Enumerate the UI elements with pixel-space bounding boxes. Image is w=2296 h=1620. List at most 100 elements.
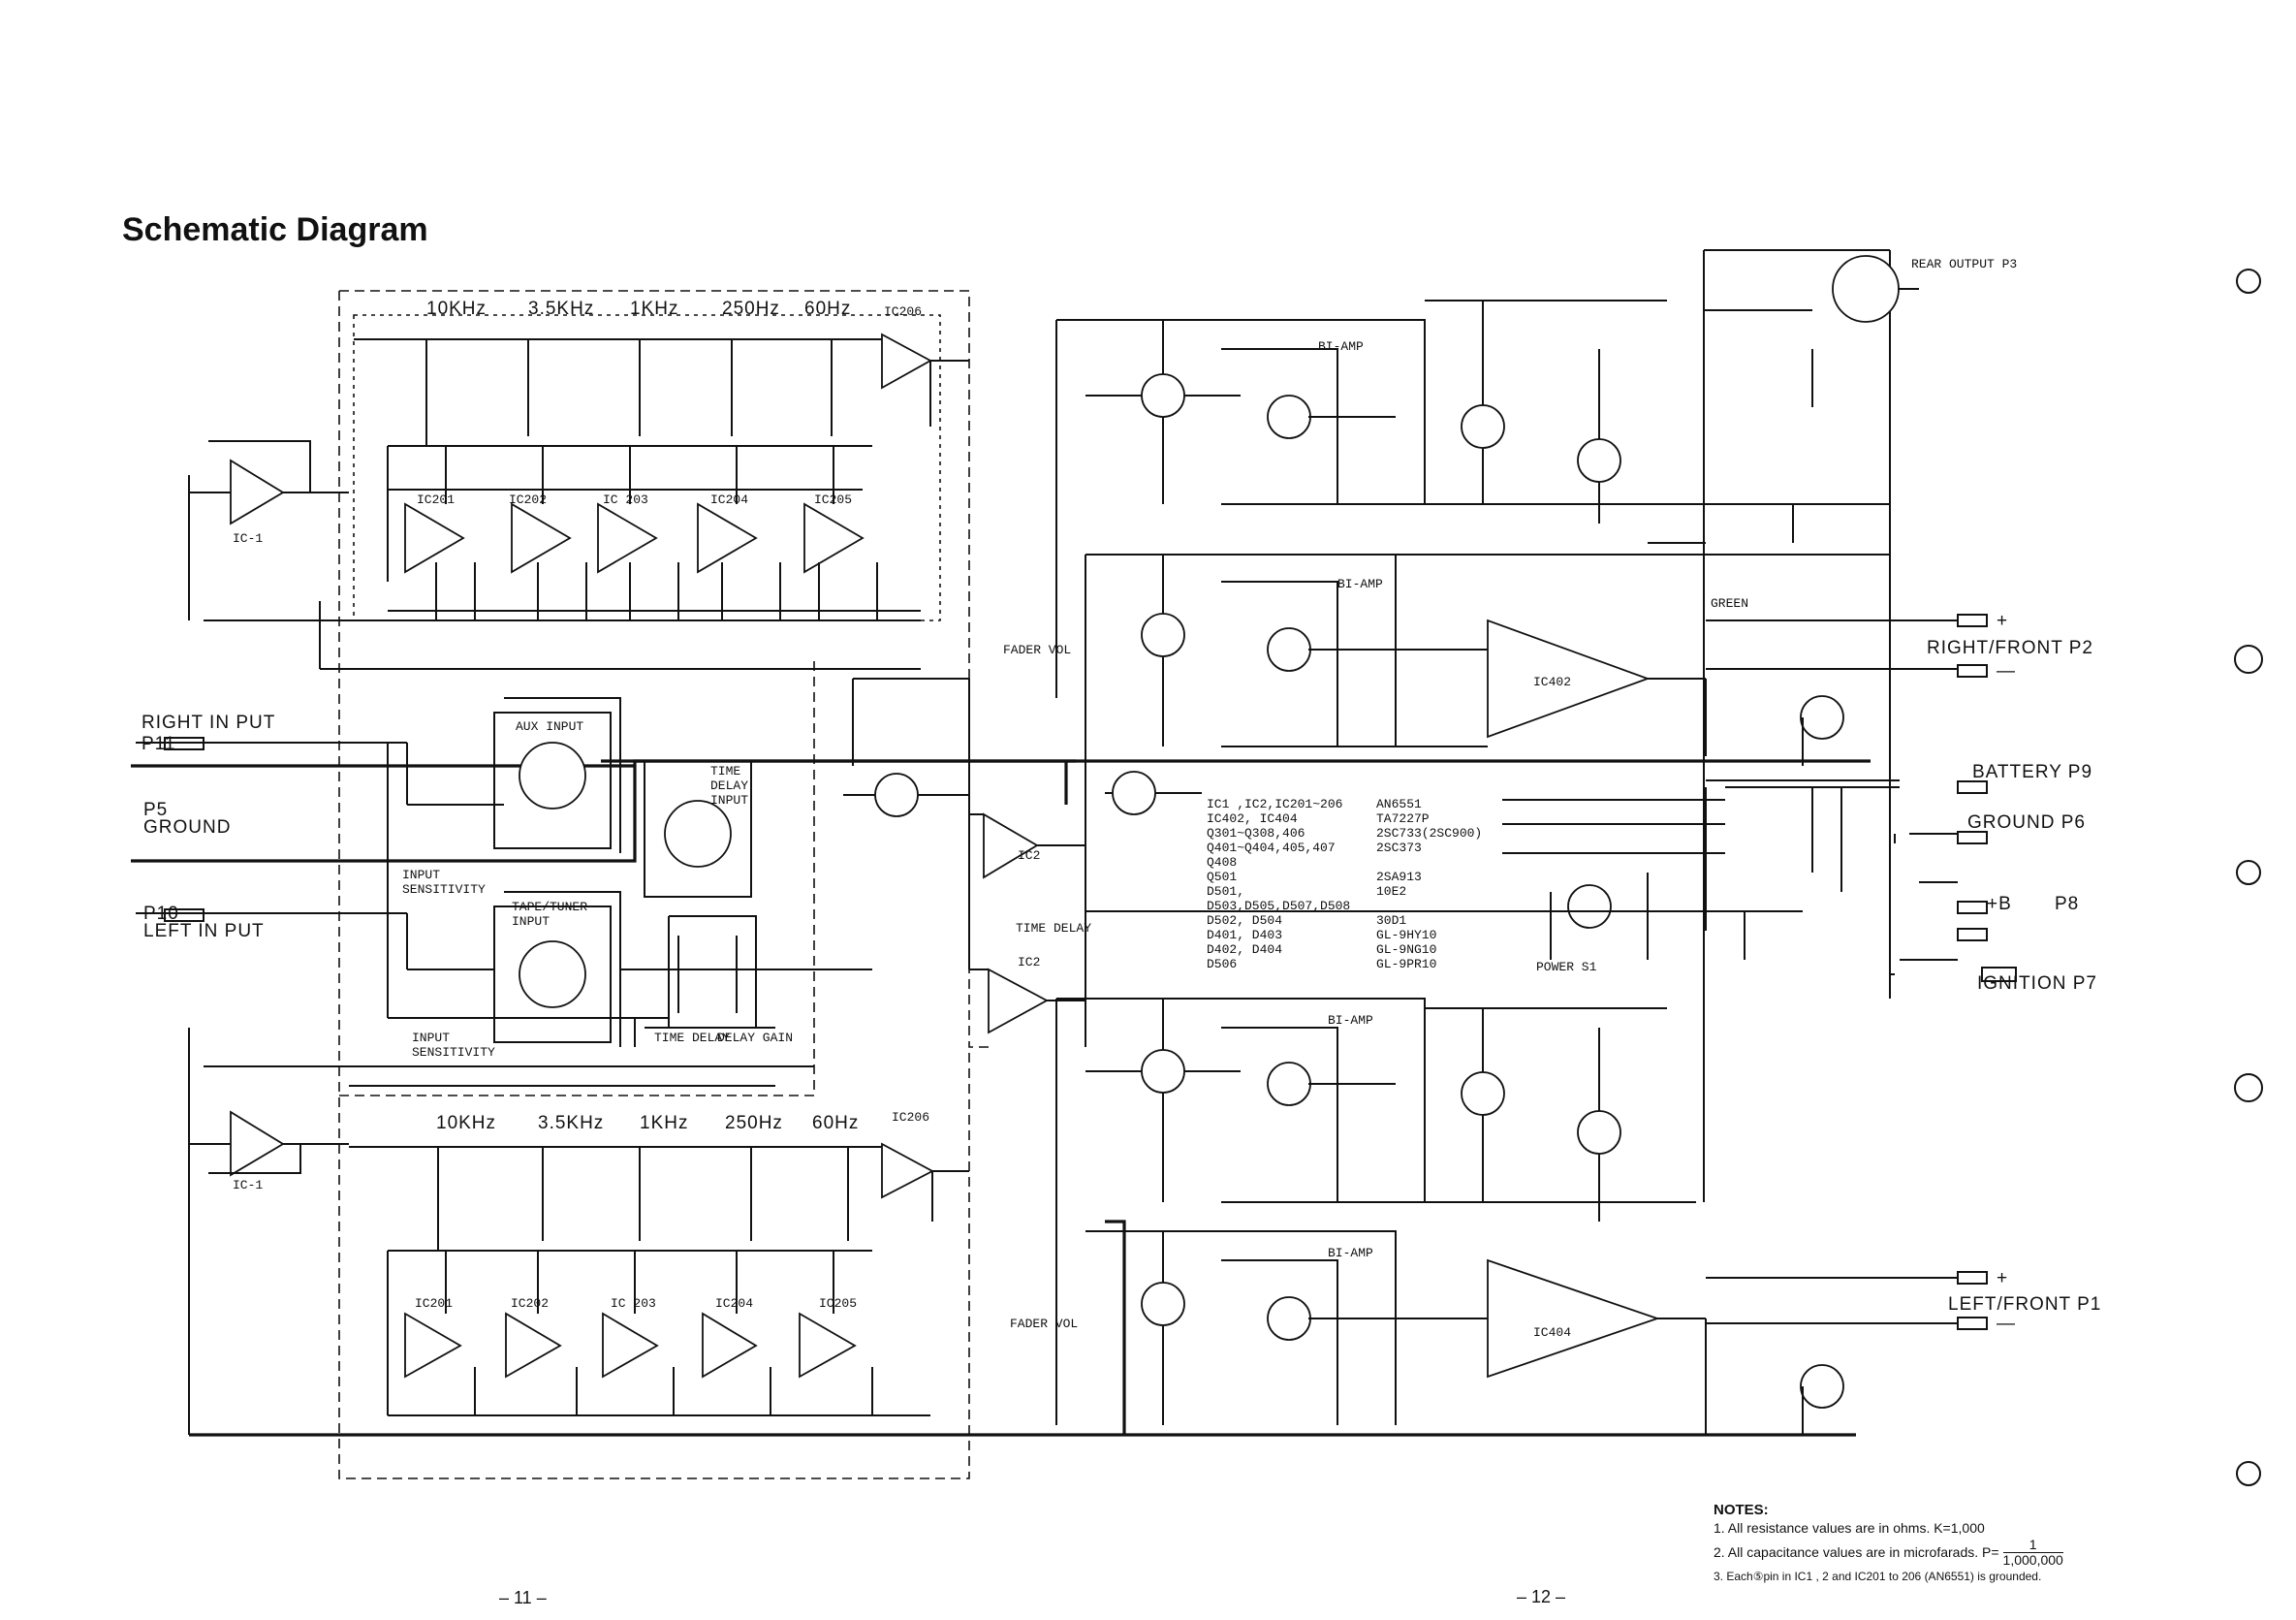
fader-vol-upper-label: FADER VOL (1003, 643, 1072, 657)
upper-eq-opamps (230, 333, 932, 574)
note-1: 1. All resistance values are in ohms. K=… (1714, 1520, 1985, 1536)
time-delay-switch-label: TIME DELAY (1016, 921, 1092, 936)
biamp-upper-wiring (1055, 300, 1696, 747)
notes-block: NOTES: 1. All resistance values are in o… (1714, 1501, 2063, 1586)
note-2-fraction: 1 1,000,000 (2002, 1537, 2063, 1568)
left-input-label: LEFT IN PUT (143, 921, 265, 941)
power-amp-output-wiring (1648, 619, 1958, 1435)
note-2: 2. All capacitance values are in microfa… (1714, 1544, 1999, 1560)
right-input-label: RIGHT IN PUT (142, 713, 276, 733)
lower-eq-feedback-wiring (349, 1146, 969, 1416)
right-front-plus: + (1997, 611, 2009, 631)
ic206-lower-label: IC206 (892, 1110, 930, 1125)
band-label-250hz-lower: 250Hz (725, 1113, 783, 1133)
ignition-label: IGNITION P7 (1977, 973, 2097, 994)
page-number-left: – 11 – (499, 1588, 547, 1607)
page-number-right: – 12 – (1517, 1587, 1566, 1606)
ic201-lower-label: IC201 (415, 1296, 454, 1311)
band-label-250hz-upper: 250Hz (722, 299, 780, 319)
band-label-10khz-upper: 10KHz (426, 299, 488, 319)
green-led-label: GREEN (1711, 596, 1749, 611)
lower-bus (189, 1220, 1856, 1437)
note-2-numerator: 1 (2029, 1537, 2037, 1552)
page-title: Schematic Diagram (122, 211, 428, 248)
ic205-lower-label: IC205 (819, 1296, 858, 1311)
main-ground-bus (131, 759, 1076, 863)
ic201-upper-label: IC201 (417, 492, 456, 507)
center-wiring (843, 678, 1202, 1047)
ic2-upper-label: IC2 (1018, 848, 1041, 863)
rear-output-label: REAR OUTPUT P3 (1911, 257, 2018, 271)
upper-eq-inner-boundary (353, 314, 941, 621)
lower-eq-resistors (474, 1367, 873, 1415)
input-sensitivity-label-upper: INPUT SENSITIVITY (402, 868, 486, 897)
note-2-row: 2. All capacitance values are in microfa… (1714, 1538, 2063, 1568)
rear-output-wiring (1599, 288, 1919, 544)
p5-label: P5 (143, 800, 169, 820)
binder-hole-marks (2234, 269, 2263, 1486)
ic2-opamps (983, 812, 1049, 1034)
output-connector-pins (164, 614, 2017, 1330)
time-delay-pot-label: TIME DELAY (654, 1031, 731, 1045)
eq-module-boundary (338, 290, 989, 1479)
plus-b-label: +B (1987, 894, 2012, 914)
biamp-label-3: BI-AMP (1328, 1013, 1373, 1028)
din-jacks (493, 255, 1900, 1043)
left-front-label: LEFT/FRONT P1 (1948, 1294, 2102, 1315)
ic1-lower-network (188, 1028, 814, 1435)
power-supply-wiring (1502, 776, 1958, 975)
rear-output-rail (1703, 249, 1891, 1202)
notes-heading: NOTES: (1714, 1502, 1769, 1518)
band-label-1khz-upper: 1KHz (630, 299, 679, 319)
p8-label: P8 (2055, 894, 2080, 914)
time-delay-pots (645, 915, 775, 1029)
ic202-upper-label: IC202 (509, 492, 548, 507)
center-transistors (874, 771, 1156, 817)
aux-input-label: AUX INPUT (516, 719, 584, 734)
power-switch-label: POWER S1 (1536, 960, 1597, 974)
ground-output-label: GROUND P6 (1967, 812, 2086, 833)
ic1-lower-label: IC-1 (233, 1178, 264, 1192)
band-label-60hz-lower: 60Hz (812, 1113, 860, 1133)
left-front-minus: — (1997, 1314, 2016, 1334)
ic204-lower-label: IC204 (715, 1296, 754, 1311)
ic206-upper-label: IC206 (884, 304, 923, 319)
p10-label: P10 (143, 904, 179, 924)
delay-gain-pot-label: DELAY GAIN (717, 1031, 794, 1045)
ic2-lower-label: IC2 (1018, 955, 1041, 969)
component-row: Q408 (1207, 855, 1238, 870)
upper-eq-feedback-wiring (354, 338, 969, 612)
biamp-label-4: BI-AMP (1328, 1246, 1373, 1260)
ic203-lower-label: IC 203 (611, 1296, 656, 1311)
left-front-plus: + (1997, 1268, 2009, 1288)
ic205-upper-label: IC205 (814, 492, 853, 507)
band-label-60hz-upper: 60Hz (804, 299, 852, 319)
input-ground-label: GROUND (143, 817, 232, 838)
ic203-upper-label: IC 203 (603, 492, 648, 507)
band-label-3_5khz-lower: 3.5KHz (538, 1113, 605, 1133)
band-label-1khz-lower: 1KHz (640, 1113, 689, 1133)
lower-eq-opamps (230, 1110, 934, 1379)
input-sensitivity-network (136, 742, 669, 1019)
ic404-label: IC404 (1533, 1325, 1572, 1340)
biamp-label-2: BI-AMP (1337, 577, 1383, 591)
ic204-upper-label: IC204 (710, 492, 749, 507)
ic1-upper-network (188, 440, 921, 670)
band-label-10khz-lower: 10KHz (436, 1113, 497, 1133)
right-front-minus: — (1997, 661, 2016, 682)
power-amp-ics (1487, 619, 1660, 1379)
input-sensitivity-label-lower: INPUT SENSITIVITY (412, 1031, 495, 1060)
note-3: 3. Each⑤pin in IC1 , 2 and IC201 to 206 … (1714, 1570, 2042, 1583)
upper-eq-resistors (435, 562, 878, 620)
